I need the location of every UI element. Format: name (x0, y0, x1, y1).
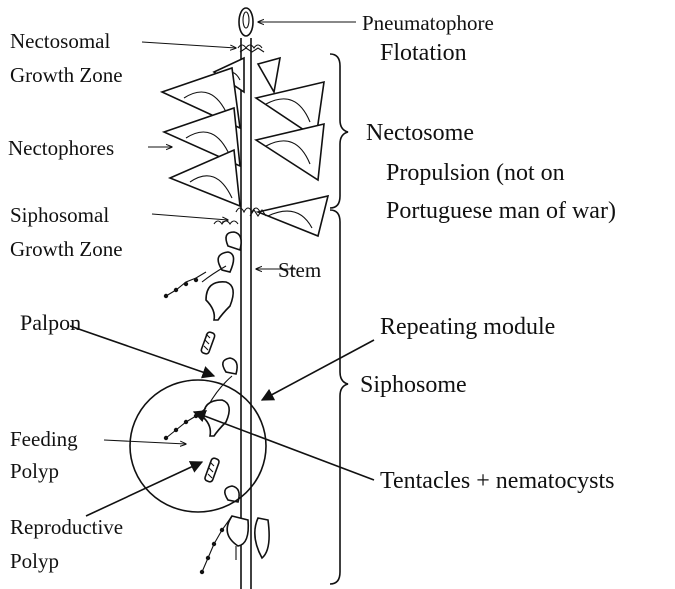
label-propulsion-1: Propulsion (not on (386, 160, 565, 186)
label-repeating-module: Repeating module (380, 314, 555, 340)
label-siphosomal-2: Growth Zone (10, 237, 123, 261)
label-siphosomal-1: Siphosomal (10, 203, 109, 227)
label-nectosome: Nectosome (366, 120, 474, 146)
label-reproductive-1: Reproductive (10, 515, 123, 539)
label-nectosomal-2: Growth Zone (10, 63, 123, 87)
label-nectophores: Nectophores (8, 136, 114, 160)
label-siphosome: Siphosome (360, 372, 467, 398)
nectosome-brace (330, 54, 348, 208)
nectophores-right (256, 58, 328, 236)
label-palpon: Palpon (20, 310, 81, 335)
repeating-module-circle (130, 380, 266, 512)
siphosomal-growth-zone-buds (214, 208, 266, 224)
label-propulsion-2: Portuguese man of war) (386, 198, 616, 224)
nectophores-left (162, 58, 244, 206)
label-tentacles: Tentacles + nematocysts (380, 468, 614, 494)
organism-illustration (130, 8, 328, 589)
label-feeding-1: Feeding (10, 427, 78, 451)
siphosome-brace (330, 210, 348, 584)
label-reproductive-2: Polyp (10, 549, 59, 573)
label-feeding-2: Polyp (10, 459, 59, 483)
label-flotation: Flotation (380, 40, 467, 66)
repeating-modules (164, 232, 269, 574)
label-nectosomal-1: Nectosomal (10, 29, 110, 53)
label-pneumatophore: Pneumatophore (362, 11, 494, 35)
label-stem: Stem (278, 258, 321, 282)
